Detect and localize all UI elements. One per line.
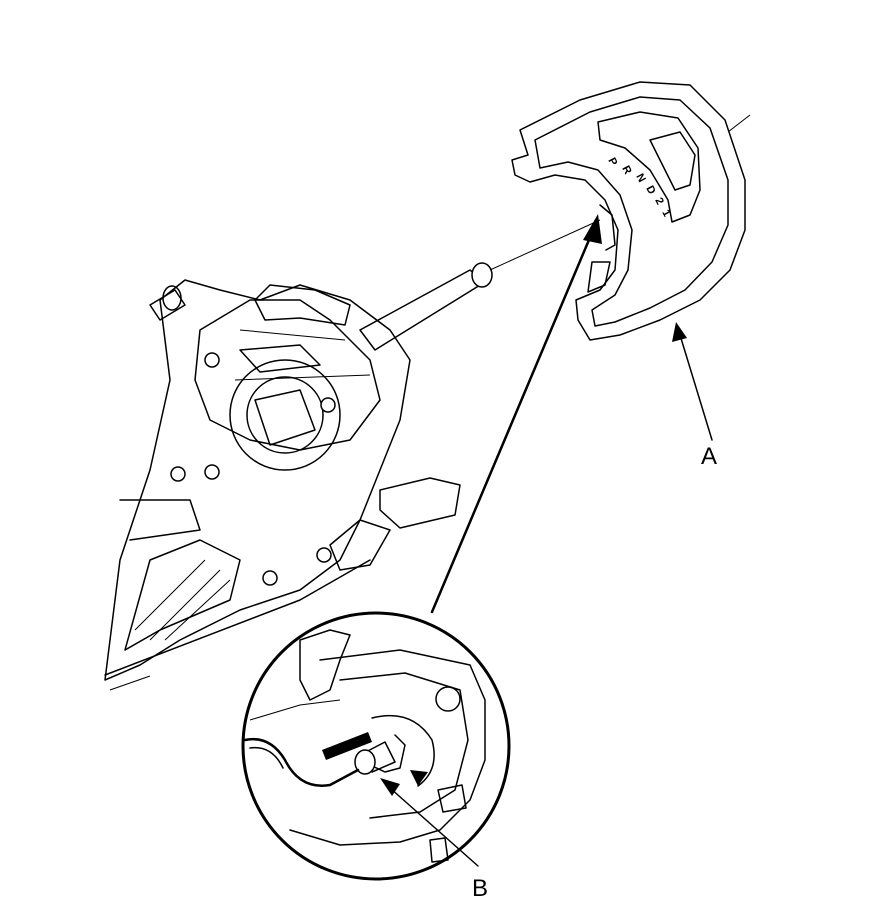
detail-pointer-arrow (430, 214, 602, 614)
callout-a-leader (672, 322, 713, 441)
callout-b-leader (380, 778, 479, 867)
steering-column-assembly (104, 114, 751, 691)
column-cover-part-a (511, 81, 746, 341)
detail-magnified-view (241, 611, 511, 881)
gear-2-label: 2 (652, 196, 665, 207)
gear-1-label: 1 (659, 208, 672, 219)
callout-b-label: B (472, 875, 488, 902)
callout-a-label: A (701, 443, 717, 470)
